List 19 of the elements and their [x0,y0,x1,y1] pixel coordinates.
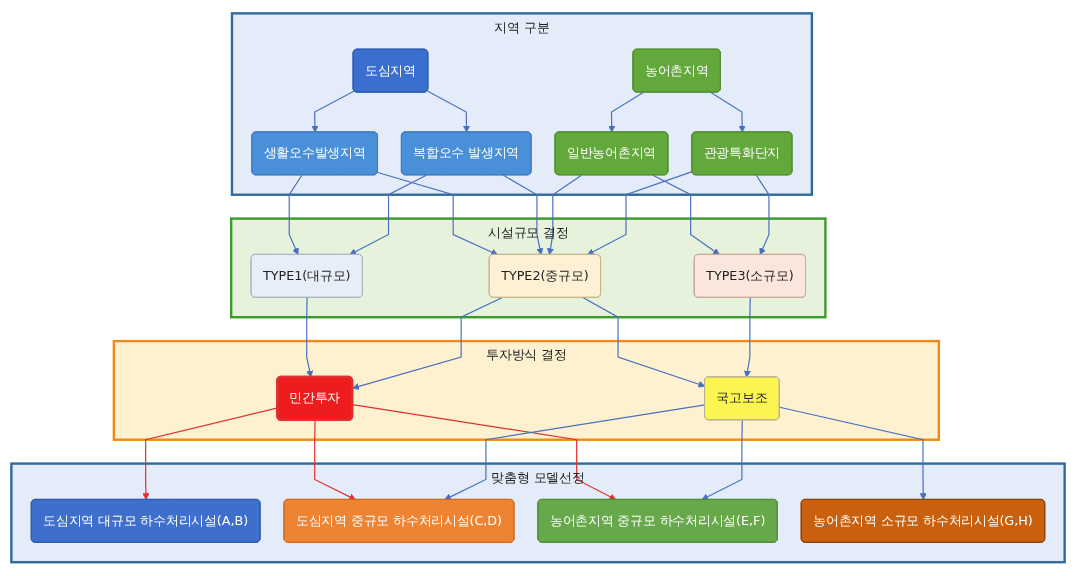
arrow [288,174,303,256]
arrow [502,174,544,256]
arrow [779,406,927,501]
arrow [349,174,427,256]
arrow [608,92,644,133]
arrow [744,297,751,378]
arrow [306,297,314,378]
arrow [652,174,720,256]
arrow [547,174,582,256]
arrow [444,404,706,501]
arrow [426,90,470,133]
arrow [582,297,706,388]
arrow [710,92,746,133]
arrow [755,174,770,256]
arrow [701,419,743,501]
arrow [311,90,355,133]
arrow [587,171,693,256]
arrow [352,297,503,390]
arrow [377,172,498,256]
